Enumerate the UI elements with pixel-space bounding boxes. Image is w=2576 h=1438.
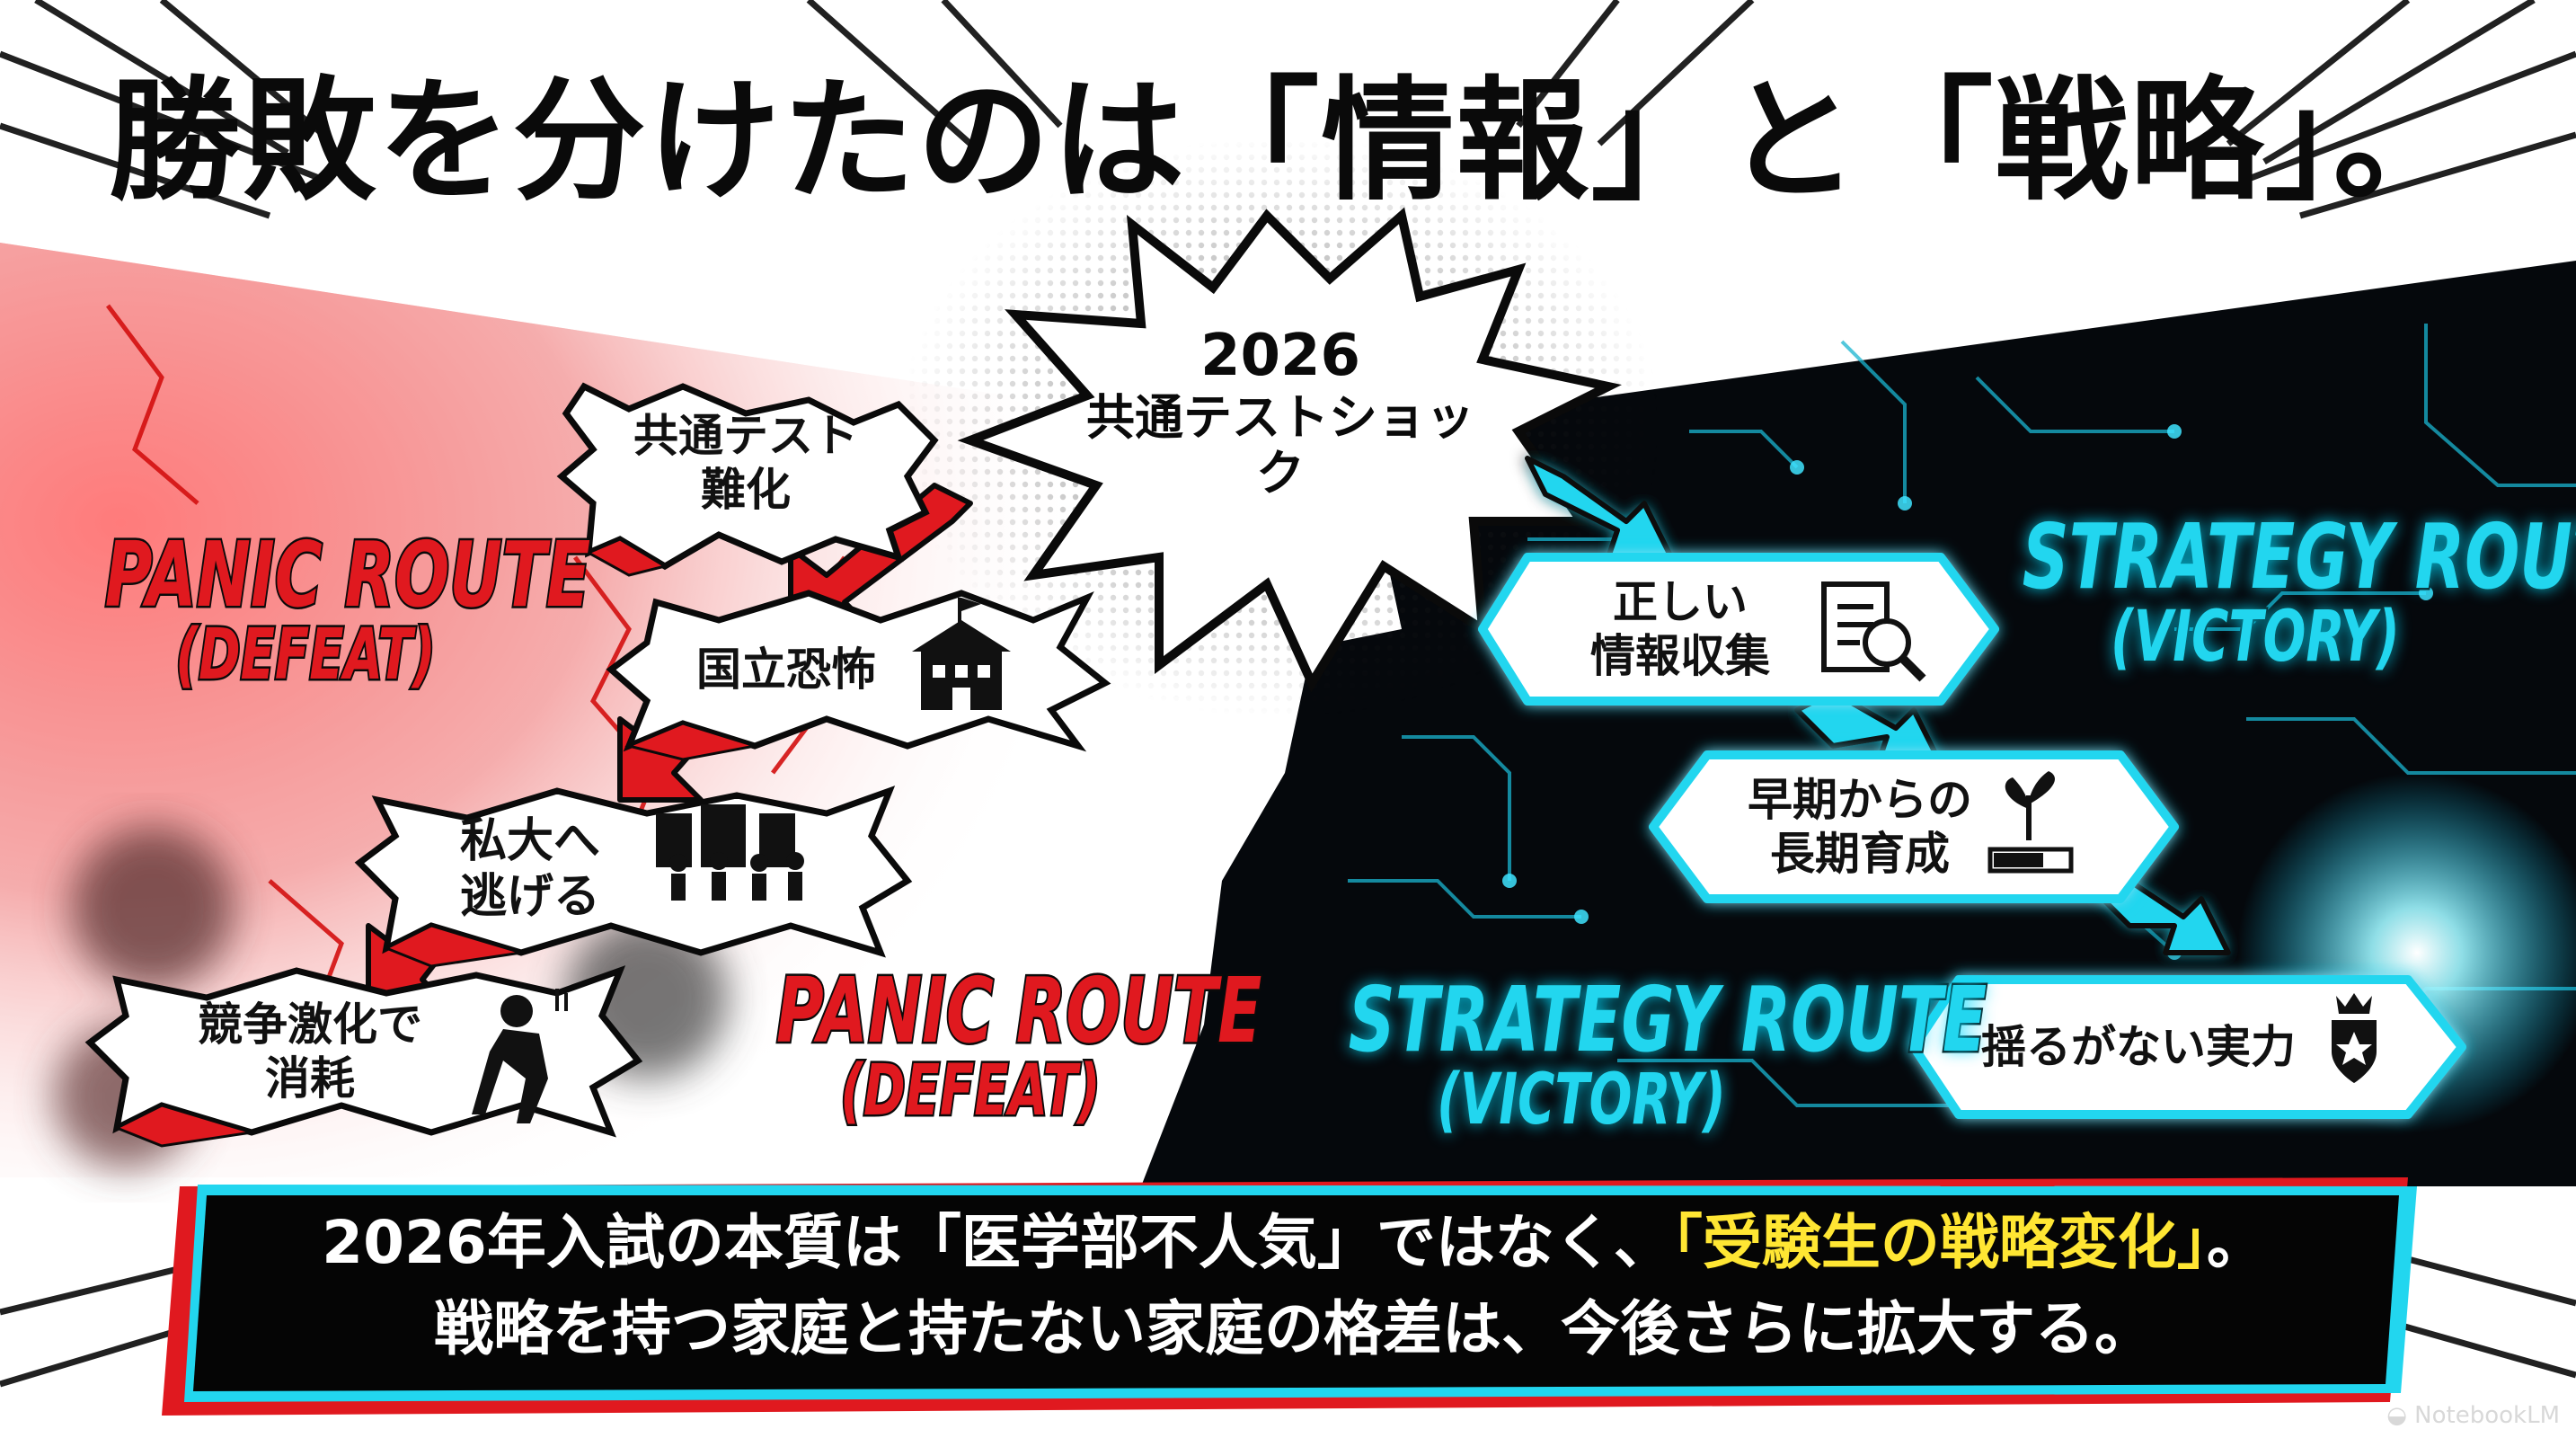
sprout-icon <box>2005 771 2055 840</box>
panic-step-4-line1: 競争激化で <box>198 999 422 1051</box>
speed-lines <box>0 0 2576 1388</box>
panic-step-3-line1: 私大へ <box>459 814 600 868</box>
panic-step-3-line2: 逃げる <box>459 870 600 925</box>
watermark: ◒ NotebookLM <box>2386 1402 2560 1429</box>
shock-year: 2026 <box>1199 323 1361 389</box>
panic-route-title-bottom: PANIC ROUTE (DEFEAT) <box>775 958 1263 1132</box>
watermark-text: NotebookLM <box>2414 1402 2560 1429</box>
panic-step-3: 私大へ 逃げる <box>422 813 638 926</box>
title-keyword-strategy: 戦略 <box>1995 64 2265 218</box>
strategy-step-2-line2: 長期育成 <box>1770 828 1950 880</box>
strategy-route-name: STRATEGY ROUTE <box>2021 504 2576 609</box>
strategy-step-1-line2: 情報収集 <box>1590 630 1770 682</box>
shock-text: 共通テストショック <box>1086 388 1474 502</box>
panic-box-1 <box>556 382 939 571</box>
panic-route-title-top: PANIC ROUTE (DEFEAT) <box>103 522 592 696</box>
bottom-banner: 2026年入試の本質は「医学部不人気」ではなく、「受験生の戦略変化」。 戦略を持… <box>216 1200 2372 1371</box>
panic-step-2: 国立恐怖 <box>665 643 907 697</box>
strategy-route-title-top: STRATEGY ROUTE (VICTORY) <box>2021 504 2576 678</box>
panic-step-4-line2: 消耗 <box>265 1052 355 1105</box>
banner-line-1-text: 2026年入試の本質は「医学部不人気」ではなく、 <box>322 1208 1673 1277</box>
shock-starburst <box>957 207 1622 693</box>
strategy-step-3: 揺るがない実力 <box>1959 1020 2318 1074</box>
fleeing-crowd-icon <box>656 804 804 901</box>
title-keyword-info: 情報 <box>1321 64 1591 218</box>
school-building-icon <box>912 598 1011 710</box>
title-connector: と <box>1725 64 1861 218</box>
panic-route-sub: (DEFEAT) <box>173 615 437 696</box>
panic-route-name: PANIC ROUTE <box>775 958 1263 1063</box>
panic-step-1-line2: 難化 <box>701 464 791 516</box>
title-bracket: 「 <box>1186 64 1322 218</box>
shock-label: 2026 共通テストショック <box>1078 323 1483 502</box>
panic-step-1-line1: 共通テスト <box>633 410 858 462</box>
crown-shield-icon <box>2332 993 2377 1083</box>
strategy-step-1-line1: 正しい <box>1613 576 1748 628</box>
exhausted-person-icon <box>472 989 568 1123</box>
bottom-banner-frame <box>162 1177 2417 1416</box>
panic-step-4: 競争激化で 消耗 <box>162 998 458 1105</box>
title-period: 。 <box>2333 64 2468 218</box>
banner-line-1-end: 。 <box>2206 1208 2266 1277</box>
strategy-box-3 <box>1909 975 2466 1119</box>
notebook-icon: ◒ <box>2386 1402 2415 1429</box>
panic-route-name: PANIC ROUTE <box>103 522 592 627</box>
title-prefix: 勝敗を分けたのは <box>108 64 1187 218</box>
progress-bar-icon <box>1987 847 2074 874</box>
strategy-step-2: 早期からの 長期育成 <box>1734 773 1986 881</box>
title-bracket: 」 <box>1590 64 1726 218</box>
banner-highlight: 「受験生の戦略変化」 <box>1672 1208 2207 1277</box>
panic-route-sub: (DEFEAT) <box>838 1051 1102 1132</box>
strategy-step-2-line1: 早期からの <box>1748 774 1972 826</box>
panic-step-1: 共通テスト 難化 <box>593 409 899 517</box>
title-bracket: 」 <box>2264 64 2333 218</box>
title-bracket: 「 <box>1860 64 1996 218</box>
banner-line-2: 戦略を持つ家庭と持たない家庭の格差は、今後さらに拡大する。 <box>434 1293 2154 1363</box>
banner-line-1: 2026年入試の本質は「医学部不人気」ではなく、「受験生の戦略変化」。 <box>216 1200 2372 1286</box>
strategy-route-sub: (VICTORY) <box>2109 597 2401 678</box>
strategy-route-sub: (VICTORY) <box>1435 1060 1727 1141</box>
strategy-route-title-bottom: STRATEGY ROUTE (VICTORY) <box>1347 967 1988 1141</box>
strategy-step-1: 正しい 情報収集 <box>1545 575 1815 683</box>
panic-step-2-line1: 国立恐怖 <box>696 644 876 696</box>
page-title: 勝敗を分けたのは「情報」と「戦略」。 <box>0 32 2576 226</box>
strategy-step-3-line1: 揺るがない実力 <box>1981 1021 2296 1073</box>
document-search-icon <box>1821 581 1926 682</box>
strategy-route-name: STRATEGY ROUTE <box>1347 967 1988 1072</box>
